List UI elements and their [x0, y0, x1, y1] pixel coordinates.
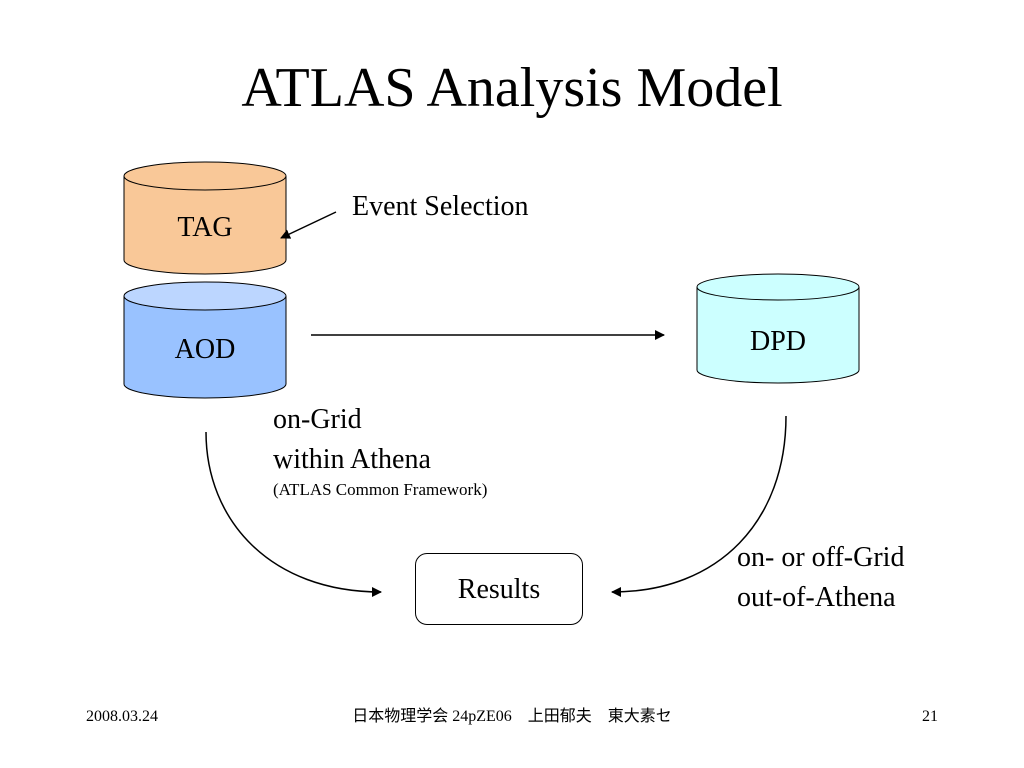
aod-to-results-arrow: [205, 431, 382, 597]
on-grid-framework-note: (ATLAS Common Framework): [273, 480, 488, 499]
tag-cylinder: [123, 161, 287, 275]
aod-cylinder: [123, 281, 287, 399]
dpd-to-results-arrow: [611, 415, 787, 597]
on-grid-line2: within Athena: [273, 444, 431, 475]
aod-label: AOD: [174, 334, 236, 365]
tag-label: TAG: [177, 212, 233, 243]
results-box: [415, 553, 583, 625]
dpd-cylinder: [696, 273, 860, 384]
footer-page-number: 21: [922, 708, 938, 725]
off-grid-caption: on- or off-Grid out-of-Athena: [737, 538, 904, 618]
results-label: Results: [457, 574, 541, 605]
on-grid-caption: on-Grid within Athena: [273, 400, 431, 480]
event-selection-label: Event Selection: [352, 191, 529, 222]
on-grid-line1: on-Grid: [273, 404, 362, 435]
event-selection-arrow: [280, 211, 337, 239]
footer-center-text: 日本物理学会 24pZE06 上田郁夫 東大素セ: [352, 708, 672, 725]
footer-date: 2008.03.24: [86, 708, 158, 725]
off-grid-line1: on- or off-Grid: [737, 542, 905, 573]
off-grid-line2: out-of-Athena: [737, 582, 896, 613]
slide-title: ATLAS Analysis Model: [241, 57, 783, 119]
dpd-label: DPD: [749, 326, 806, 357]
